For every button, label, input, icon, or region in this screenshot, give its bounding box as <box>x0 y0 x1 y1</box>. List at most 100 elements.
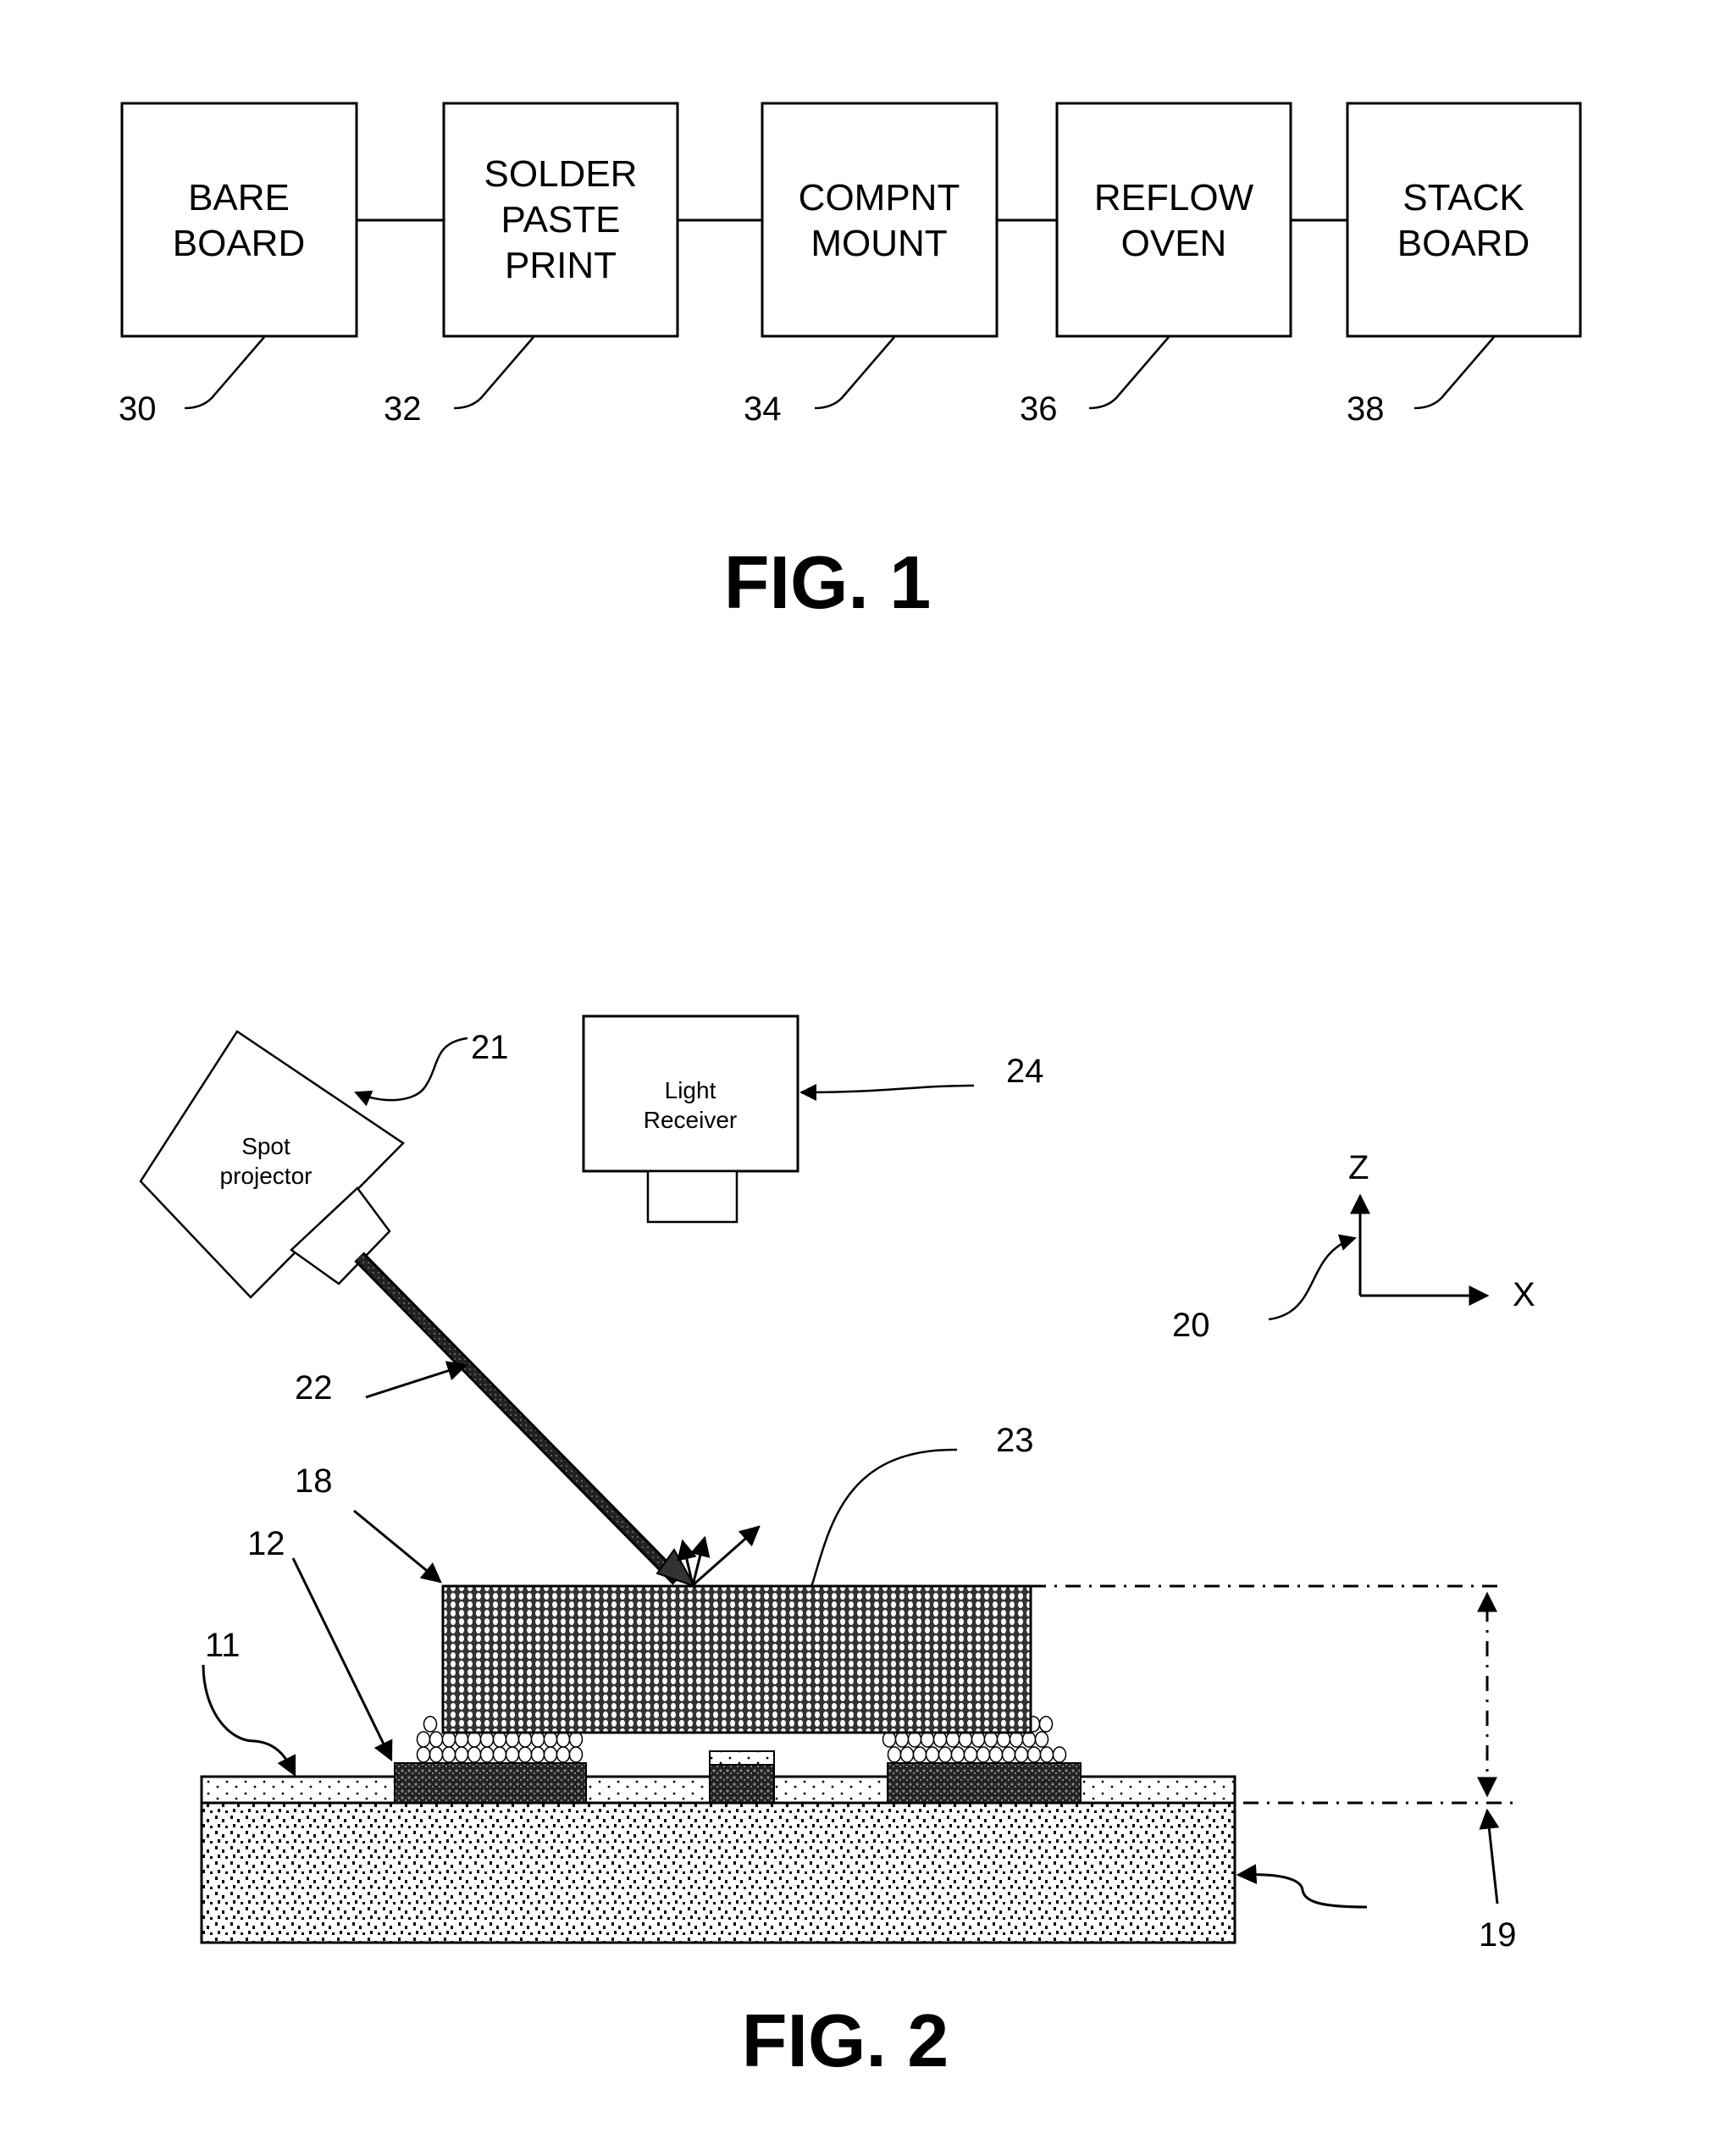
solder-ball <box>481 1732 494 1747</box>
solder-ball <box>418 1747 430 1762</box>
incident-beam-fill <box>359 1257 671 1573</box>
solder-ball <box>1054 1747 1066 1762</box>
component-body <box>443 1586 1031 1733</box>
scattered-ray <box>693 1538 705 1585</box>
step-label-line: STACK <box>1402 177 1524 218</box>
solder-ball <box>532 1747 545 1762</box>
step-box <box>122 103 357 336</box>
process-step-component-mount: COMPNT MOUNT 34 <box>744 103 997 428</box>
reference-numeral-12: 12 <box>247 1525 285 1562</box>
substrate <box>202 1803 1235 1943</box>
reference-numeral: 34 <box>744 390 782 428</box>
leader-line <box>185 337 264 408</box>
solder-ball <box>1010 1732 1023 1747</box>
solder-ball <box>977 1747 990 1762</box>
z-axis-label: Z <box>1348 1149 1369 1186</box>
reference-numeral-11: 11 <box>205 1627 241 1664</box>
solder-pad-right <box>888 1763 1081 1803</box>
scattered-ray <box>693 1527 759 1585</box>
leader-arrow-21 <box>356 1038 467 1100</box>
solder-ball <box>927 1747 939 1762</box>
leader-arrow-22 <box>366 1365 466 1397</box>
solder-ball <box>947 1732 960 1747</box>
step-label-line: BOARD <box>173 223 305 264</box>
reference-numeral-18: 18 <box>295 1462 333 1500</box>
leader-line-19 <box>1487 1810 1497 1904</box>
figure-2-caption: FIG. 2 <box>742 1998 949 2082</box>
leader-arrow-20 <box>1269 1238 1355 1319</box>
solder-ball <box>901 1747 914 1762</box>
solder-ball <box>456 1732 468 1747</box>
step-box <box>1057 103 1291 336</box>
solder-ball <box>998 1732 1010 1747</box>
spot-projector-label: projector <box>220 1163 313 1189</box>
step-label-line: MOUNT <box>810 223 947 264</box>
solder-pad-left <box>395 1763 586 1803</box>
figure-1-caption: FIG. 1 <box>724 540 932 624</box>
solder-ball <box>883 1732 896 1747</box>
step-box <box>762 103 997 336</box>
solder-ball <box>570 1732 583 1747</box>
leader-line <box>1414 337 1494 408</box>
solder-ball <box>468 1747 481 1762</box>
step-label-line: SOLDER <box>484 153 638 195</box>
reference-numeral-23: 23 <box>996 1422 1034 1459</box>
reference-numeral-24: 24 <box>1006 1053 1044 1090</box>
solder-ball <box>1023 1732 1036 1747</box>
solder-ball <box>934 1732 947 1747</box>
solder-ball <box>1003 1747 1015 1762</box>
substrate-leader-arrow <box>1238 1875 1367 1907</box>
light-receiver-lens <box>648 1171 737 1222</box>
reference-numeral-19: 19 <box>1479 1916 1517 1954</box>
solder-ball <box>939 1747 952 1762</box>
reference-numeral-21: 21 <box>471 1029 509 1066</box>
leader-arrow-24 <box>801 1086 974 1092</box>
leader-arrow-18 <box>354 1511 440 1582</box>
center-pad-cap <box>710 1751 774 1765</box>
solder-ball <box>1040 1717 1053 1732</box>
solder-ball <box>985 1732 998 1747</box>
step-label-line: BARE <box>188 177 290 218</box>
solder-ball <box>443 1747 456 1762</box>
solder-ball <box>519 1732 532 1747</box>
light-receiver-label: Light <box>665 1077 716 1103</box>
solder-ball <box>545 1732 557 1747</box>
process-step-bare-board: BARE BOARD 30 <box>119 103 357 428</box>
process-step-stack-board: STACK BOARD 38 <box>1347 103 1580 428</box>
solder-ball <box>909 1732 921 1747</box>
spot-projector: Spot projector 21 <box>141 1029 509 1297</box>
figure-2: Spot projector 21 Light Receiver 24 Z X … <box>141 1016 1535 2082</box>
solder-ball <box>430 1732 443 1747</box>
solder-ball <box>557 1732 570 1747</box>
solder-ball <box>494 1747 506 1762</box>
center-pad <box>710 1765 774 1803</box>
solder-ball <box>424 1717 437 1732</box>
light-beam: 22 <box>295 1257 759 1586</box>
solder-ball <box>888 1747 901 1762</box>
solder-ball <box>952 1747 965 1762</box>
leader-arrow-12 <box>293 1558 391 1760</box>
step-box <box>1347 103 1580 336</box>
process-step-solder-paste-print: SOLDER PASTE PRINT 32 <box>384 103 678 428</box>
solder-ball <box>494 1732 506 1747</box>
solder-ball <box>914 1747 927 1762</box>
solder-ball <box>443 1732 456 1747</box>
solder-ball <box>519 1747 532 1762</box>
x-axis-label: X <box>1513 1276 1535 1313</box>
leader-line <box>1089 337 1169 408</box>
process-step-reflow-oven: REFLOW OVEN 36 <box>1020 103 1291 428</box>
solder-ball <box>960 1732 972 1747</box>
solder-ball <box>896 1732 909 1747</box>
reference-numeral: 38 <box>1347 390 1385 428</box>
solder-ball <box>557 1747 570 1762</box>
step-label-line: PASTE <box>501 199 620 240</box>
solder-ball <box>468 1732 481 1747</box>
solder-ball <box>921 1732 934 1747</box>
solder-ball <box>990 1747 1003 1762</box>
solder-ball <box>972 1732 985 1747</box>
solder-ball <box>532 1732 545 1747</box>
reference-numeral: 32 <box>384 390 422 428</box>
solder-ball <box>1041 1747 1054 1762</box>
solder-ball <box>418 1732 430 1747</box>
